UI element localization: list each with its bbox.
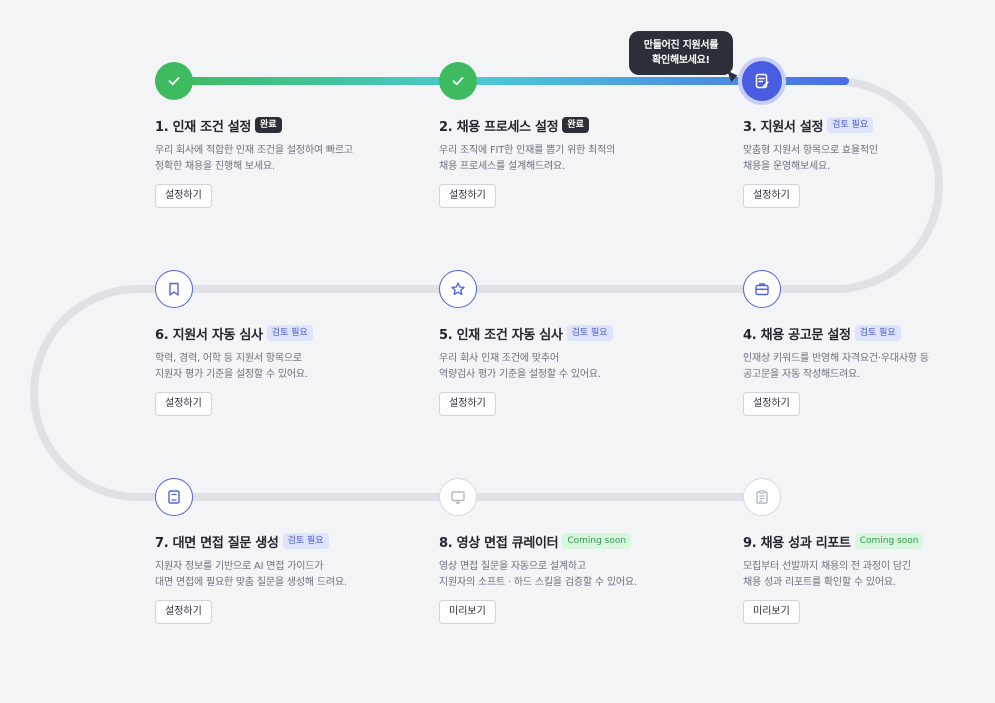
step-7-node[interactable] <box>155 478 193 516</box>
status-badge: 검토 필요 <box>266 325 313 341</box>
status-badge: 검토 필요 <box>854 325 901 341</box>
step-9-node[interactable] <box>743 478 781 516</box>
document-edit-icon <box>755 73 769 89</box>
step-desc-line-2: 지원자의 소프트 · 하드 스킬을 검증할 수 있어요. <box>439 577 637 588</box>
setup-button[interactable]: 설정하기 <box>743 184 800 208</box>
status-badge: 완료 <box>562 117 589 133</box>
check-icon <box>452 77 464 86</box>
step-desc-line-2: 채용 성과 리포트를 확인할 수 있어요. <box>743 577 896 588</box>
step-desc-line-1: 우리 회사에 적합한 인재 조건을 설정하여 빠르고 <box>155 145 353 156</box>
step-title: 4. 채용 공고문 설정 <box>743 327 851 343</box>
preview-button[interactable]: 미리보기 <box>439 600 496 624</box>
tooltip-line-1: 만들어진 지원서를 <box>643 40 719 51</box>
step-desc-line-1: 우리 조직에 FIT한 인재를 뽑기 위한 최적의 <box>439 145 616 156</box>
setup-button[interactable]: 설정하기 <box>155 392 212 416</box>
step-title: 3. 지원서 설정 <box>743 119 824 135</box>
step-3-node[interactable] <box>738 57 786 105</box>
step-1-node[interactable] <box>155 62 193 100</box>
step-desc-line-1: 지원자 정보를 기반으로 AI 면접 가이드가 <box>155 561 324 572</box>
step-2-node[interactable] <box>439 62 477 100</box>
star-icon <box>451 282 465 296</box>
setup-button[interactable]: 설정하기 <box>155 184 212 208</box>
step-title: 6. 지원서 자동 심사 <box>155 327 263 343</box>
step-title: 7. 대면 면접 질문 생성 <box>155 535 279 551</box>
step-6-node[interactable] <box>155 270 193 308</box>
step-8-node[interactable] <box>439 478 477 516</box>
step-desc-line-1: 모집부터 선발까지 채용의 전 과정이 담긴 <box>743 561 911 572</box>
tooltip-bubble: 만들어진 지원서를 확인해보세요! <box>629 31 733 75</box>
setup-button[interactable]: 설정하기 <box>439 392 496 416</box>
step-desc-line-2: 채용을 운영해보세요. <box>743 161 830 172</box>
briefcase-icon <box>755 283 769 296</box>
book-icon <box>168 490 180 504</box>
step-desc-line-2: 지원자 평가 기준을 설정할 수 있어요. <box>155 369 308 380</box>
step-title: 8. 영상 면접 큐레이터 <box>439 535 559 551</box>
monitor-icon <box>451 491 465 504</box>
step-desc-line-2: 역량검사 평가 기준을 설정할 수 있어요. <box>439 369 601 380</box>
check-icon <box>168 77 180 86</box>
step-desc-line-1: 우리 회사 인재 조건에 맞추어 <box>439 353 559 364</box>
step-title: 5. 인재 조건 자동 심사 <box>439 327 563 343</box>
clipboard-icon <box>756 490 768 504</box>
step-title: 9. 채용 성과 리포트 <box>743 535 851 551</box>
setup-button[interactable]: 설정하기 <box>155 600 212 624</box>
status-badge: 검토 필요 <box>827 117 874 133</box>
track-path <box>30 77 943 501</box>
step-desc-line-1: 인재상 키워드를 반영해 자격요건·우대사항 등 <box>743 353 929 364</box>
status-badge: Coming soon <box>562 533 632 549</box>
step-desc-line-1: 학력, 경력, 어학 등 지원서 항목으로 <box>155 353 302 364</box>
status-badge: 검토 필요 <box>566 325 613 341</box>
step-title: 1. 인재 조건 설정 <box>155 119 252 135</box>
step-5-node[interactable] <box>439 270 477 308</box>
tooltip-line-2: 확인해보세요! <box>652 55 710 66</box>
status-badge: Coming soon <box>854 533 924 549</box>
preview-button[interactable]: 미리보기 <box>743 600 800 624</box>
setup-button[interactable]: 설정하기 <box>743 392 800 416</box>
step-desc-line-2: 공고문을 자동 작성해드려요. <box>743 369 860 380</box>
step-4-node[interactable] <box>743 270 781 308</box>
step-desc-line-2: 대면 면접에 필요한 맞춤 질문을 생성해 드려요. <box>155 577 347 588</box>
step-desc-line-1: 맞춤형 지원서 항목으로 효율적인 <box>743 145 878 156</box>
step-desc-line-2: 정확한 채용을 진행해 보세요. <box>155 161 275 172</box>
bookmark-icon <box>169 282 179 296</box>
step-title: 2. 채용 프로세스 설정 <box>439 119 559 135</box>
status-badge: 완료 <box>255 117 282 133</box>
status-badge: 검토 필요 <box>282 533 329 549</box>
setup-button[interactable]: 설정하기 <box>439 184 496 208</box>
step-desc-line-2: 채용 프로세스를 설계해드려요. <box>439 161 565 172</box>
step-desc-line-1: 영상 면접 질문을 자동으로 설계하고 <box>439 561 586 572</box>
